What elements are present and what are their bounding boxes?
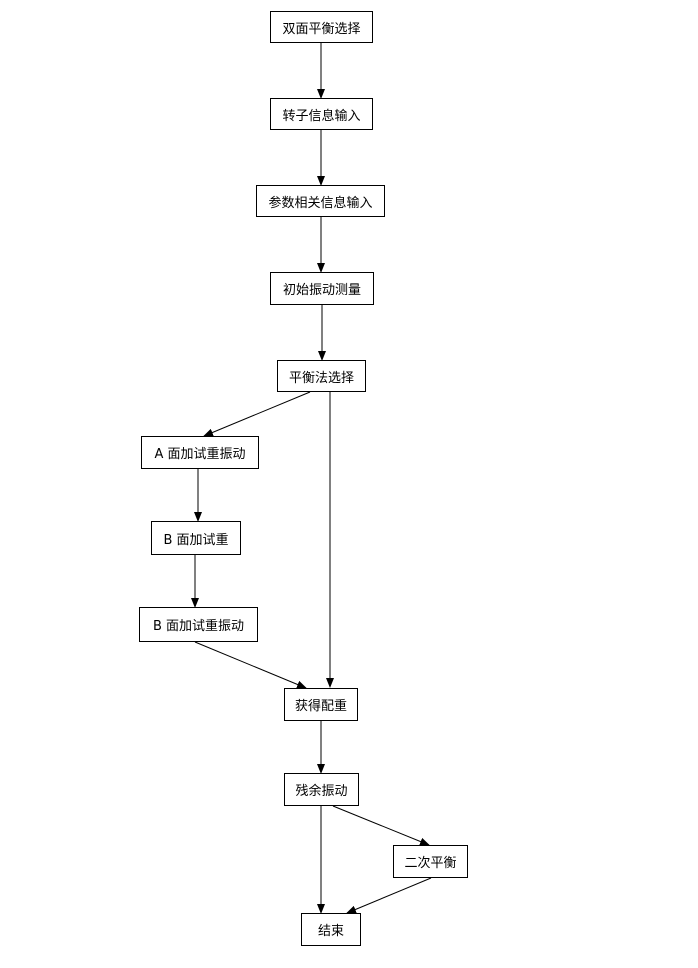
node-end: 结束 xyxy=(301,913,361,946)
node-dual-plane-balance-select: 双面平衡选择 xyxy=(270,11,373,43)
node-label: 残余振动 xyxy=(295,784,348,799)
arrow-b-vibration-to-correction xyxy=(194,641,307,689)
node-label: B 面加试重 xyxy=(163,532,229,548)
arrow-secondary-to-end xyxy=(346,877,432,914)
node-label: 二次平衡 xyxy=(404,856,457,871)
node-residual-vibration: 残余振动 xyxy=(284,773,359,806)
node-label: 转子信息输入 xyxy=(282,108,361,124)
node-b-plane-trial-weight: B 面加试重 xyxy=(151,521,241,555)
node-label: B 面加试重振动 xyxy=(152,619,245,634)
node-secondary-balance: 二次平衡 xyxy=(393,845,468,878)
node-parameter-info-input: 参数相关信息输入 xyxy=(256,185,385,217)
node-label: A 面加试重振动 xyxy=(154,447,246,462)
node-label: 获得配重 xyxy=(294,699,347,714)
node-label: 参数相关信息输入 xyxy=(268,195,373,211)
arrow-method-to-a-plane xyxy=(203,391,311,437)
arrow-residual-to-secondary xyxy=(332,805,430,846)
node-label: 初始振动测量 xyxy=(282,283,361,298)
node-get-correction-weight: 获得配重 xyxy=(284,688,358,721)
node-initial-vibration-measure: 初始振动测量 xyxy=(270,272,374,305)
node-label: 平衡法选择 xyxy=(288,370,354,386)
node-rotor-info-input: 转子信息输入 xyxy=(270,98,373,130)
node-label: 结束 xyxy=(317,924,344,939)
node-b-plane-trial-weight-vibration: B 面加试重振动 xyxy=(139,607,258,642)
node-balance-method-select: 平衡法选择 xyxy=(277,360,366,392)
node-label: 双面平衡选择 xyxy=(282,21,361,37)
node-a-plane-trial-weight-vibration: A 面加试重振动 xyxy=(141,436,259,469)
